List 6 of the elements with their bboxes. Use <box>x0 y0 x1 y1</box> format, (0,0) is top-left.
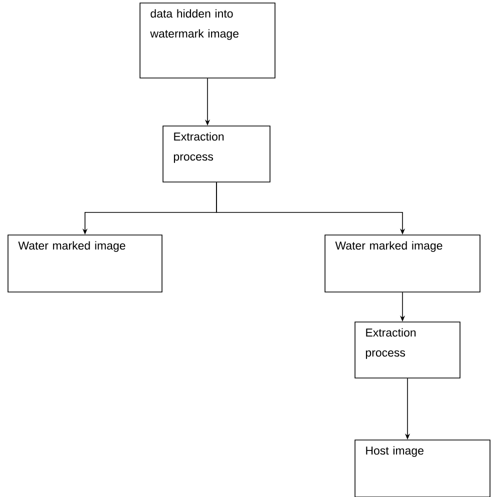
process-box: Extraction process <box>354 322 460 378</box>
process-box: data hidden into watermark image <box>140 2 276 78</box>
process-box: Water marked image <box>8 234 162 292</box>
process-box: Extraction process <box>162 126 270 182</box>
process-box: Host image <box>354 440 490 497</box>
process-box: Water marked image <box>324 234 480 292</box>
